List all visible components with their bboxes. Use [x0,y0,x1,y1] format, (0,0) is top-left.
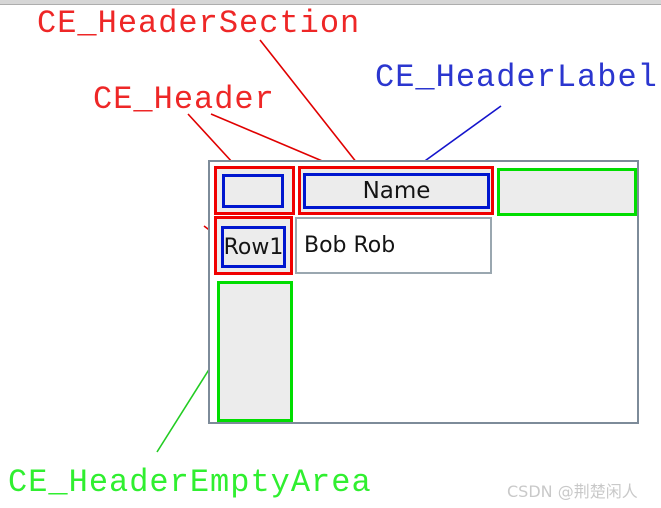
corner-header-label-area [222,174,284,208]
watermark: CSDN @荆楚闲人 [507,482,638,501]
header-empty-area-horizontal [497,168,637,216]
label-ce-headeremptyarea: CE_HeaderEmptyArea [8,464,372,501]
table-cell[interactable]: Bob Rob [295,217,492,274]
row-header-section[interactable]: Row1 [214,216,293,275]
header-connector-name [210,113,328,164]
label-ce-headerlabel: CE_HeaderLabel [375,59,658,96]
corner-header-section[interactable] [214,166,295,215]
top-divider [0,0,661,5]
label-ce-headersection: CE_HeaderSection [37,5,361,42]
row-header-label: Row1 [221,226,286,268]
column-header-section[interactable]: Name [298,166,494,215]
table-widget: Name Row1 Bob Rob [208,160,639,424]
empty-area-connector [156,359,216,453]
label-ce-header: CE_Header [93,81,275,118]
header-connector-corner [187,113,234,164]
column-header-label: Name [303,173,490,209]
header-empty-area-vertical [217,281,293,422]
